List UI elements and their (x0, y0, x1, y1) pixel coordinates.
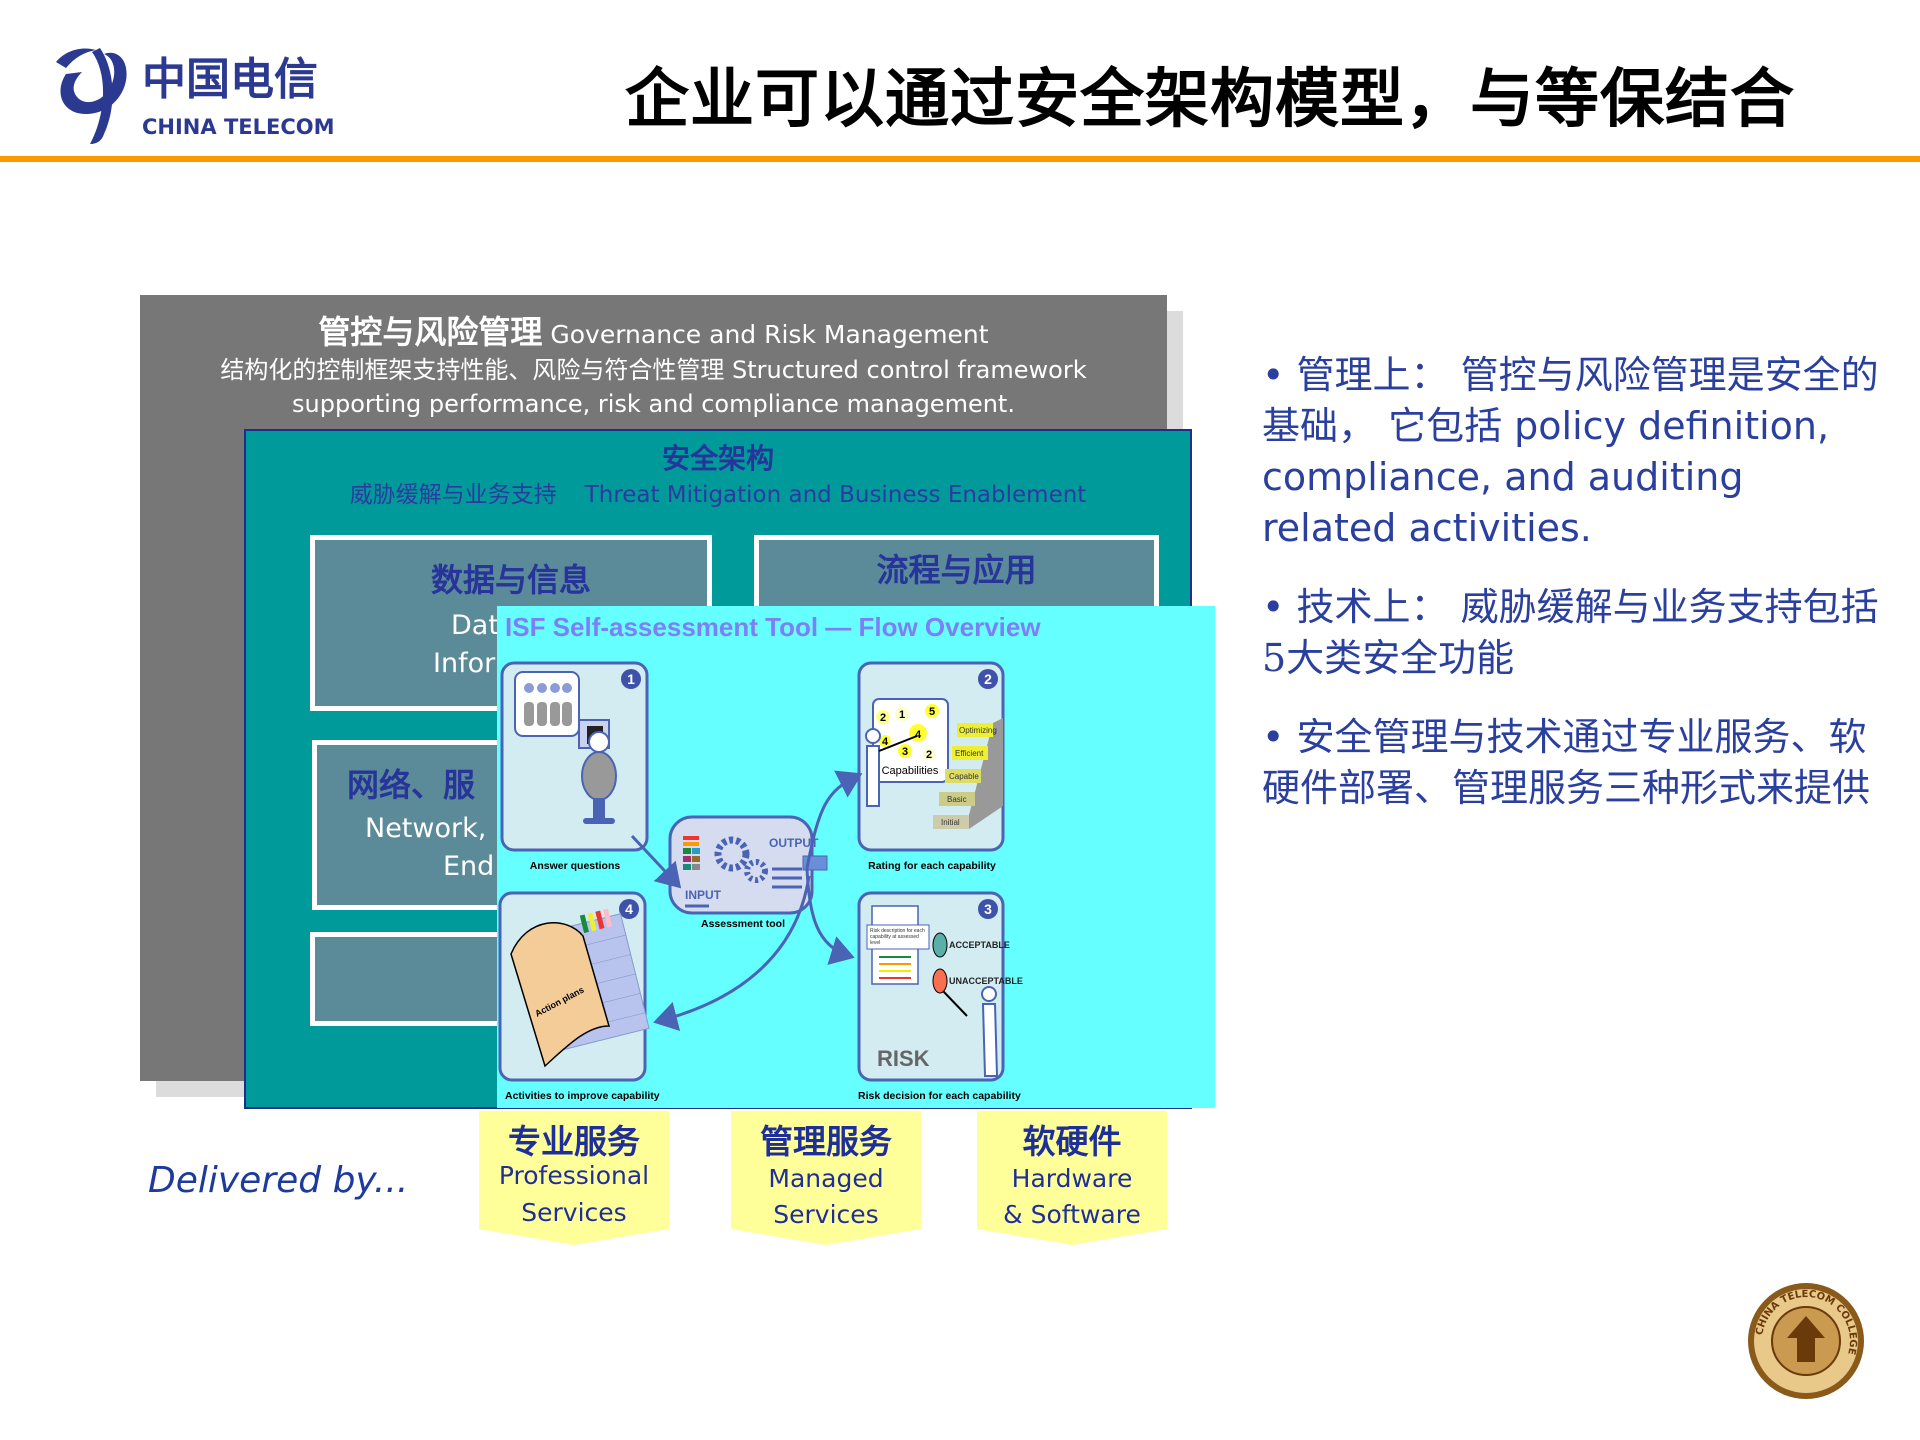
header-divider (0, 156, 1920, 162)
bullet-technology: • 技术上： 威胁缓解与业务支持包括5大类安全功能 (1262, 585, 1879, 680)
bullet-delivery: • 安全管理与技术通过专业服务、软硬件部署、管理服务三种形式来提供 (1262, 715, 1871, 810)
telecom-swirl-icon: 中国电信 CHINA TELECOM (56, 48, 335, 144)
bullet-management-zh: 管理上： 管控与风险管理是安全的基础， 它包括 (1262, 353, 1879, 448)
governance-title-en: Governance and Risk Management (550, 320, 989, 349)
svg-text:Optimizing: Optimizing (959, 726, 997, 735)
bullet-management: • 管理上： 管控与风险管理是安全的基础， 它包括 policy definit… (1262, 353, 1879, 550)
svg-text:Basic: Basic (947, 795, 967, 804)
delivery-tab-managed: 管理服务 Managed Services (731, 1111, 921, 1245)
svg-text:Initial: Initial (941, 818, 960, 827)
step-1-badge: 1 (621, 669, 641, 689)
bullet-technology-zh: 技术上： 威胁缓解与业务支持包括5大类安全功能 (1262, 585, 1879, 680)
svg-text:4: 4 (882, 736, 889, 748)
svg-text:3: 3 (984, 901, 992, 917)
input-label: INPUT (685, 888, 722, 902)
tab-managed-en2: Services (773, 1200, 879, 1229)
arrow-to-rating (805, 770, 863, 869)
tab-managed-zh: 管理服务 (760, 1122, 892, 1161)
svg-text:3: 3 (902, 746, 908, 758)
svg-text:Capable: Capable (949, 772, 979, 781)
isf-title: ISF Self-assessment Tool — Flow Overview (505, 612, 1041, 642)
svg-text:2: 2 (984, 671, 992, 687)
capabilities-label: Capabilities (882, 765, 939, 777)
bullet-delivery-zh: 安全管理与技术通过专业服务、软硬件部署、管理服务三种形式来提供 (1262, 715, 1871, 810)
tab-professional-en1: Professional (498, 1161, 650, 1190)
bullet-management-en: policy definition, compliance, and audit… (1262, 404, 1830, 550)
delivery-tab-hardware: 软硬件 Hardware & Software (977, 1111, 1167, 1245)
tab-professional-zh: 专业服务 (508, 1122, 640, 1161)
logo-chinese-text: 中国电信 (142, 54, 318, 105)
tab-hardware-zh: 软硬件 (1022, 1122, 1122, 1161)
governance-line2-zh: 结构化的控制框架支持性能、风险与符合性管理 (220, 356, 725, 384)
step-2-badge: 2 (978, 669, 998, 689)
svg-text:2: 2 (926, 749, 932, 761)
governance-line3: supporting performance, risk and complia… (292, 390, 1015, 418)
tab-hardware-en2: & Software (1003, 1200, 1141, 1229)
svg-text:5: 5 (929, 706, 935, 718)
arrow-to-input (630, 834, 682, 889)
svg-text:1: 1 (899, 709, 905, 721)
box-network-en1: Network, (365, 813, 487, 844)
college-seal-logo: CHINA TELECOM COLLEGE (1745, 1280, 1867, 1402)
page-title: 企业可以通过安全架构模型，与等保结合 (625, 63, 1795, 137)
step-3-label: Risk decision for each capability (858, 1090, 1021, 1102)
governance-title-zh: 管控与风险管理 (318, 313, 543, 351)
delivered-by-label: Delivered by... (148, 1160, 409, 1201)
delivery-tab-professional: 专业服务 Professional Services (479, 1111, 669, 1245)
step-2-label: Rating for each capability (868, 860, 996, 872)
box-process-title: 流程与应用 (876, 551, 1037, 589)
governance-line2-en: Structured control framework (732, 356, 1087, 384)
step-4-badge: 4 (619, 899, 639, 919)
china-telecom-logo: 中国电信 CHINA TELECOM (52, 44, 372, 148)
architecture-subtitle-zh: 威胁缓解与业务支持 (349, 482, 557, 508)
unacceptable-label: UNACCEPTABLE (949, 976, 1023, 986)
svg-text:2: 2 (880, 712, 886, 724)
assessment-tool-icon: OUTPUT INPUT (668, 815, 828, 915)
box-network-title: 网络、服 (347, 766, 476, 804)
svg-text:Efficient: Efficient (955, 749, 984, 758)
box-data-en2: Infor (433, 648, 496, 679)
architecture-title: 安全架构 (661, 442, 774, 475)
risk-word: RISK (877, 1046, 930, 1071)
tab-hardware-en1: Hardware (1011, 1164, 1133, 1193)
box-data-en1: Dat (451, 610, 499, 641)
step-3-badge: 3 (978, 899, 998, 919)
isf-flow-overview: ISF Self-assessment Tool — Flow Overview… (497, 606, 1215, 1108)
tab-managed-en1: Managed (768, 1164, 884, 1193)
box-data-title: 数据与信息 (430, 561, 591, 599)
action-plans-icon: Action plans (510, 908, 650, 1068)
svg-text:1: 1 (627, 671, 635, 687)
risk-decision-icon: ACCEPTABLE UNACCEPTABLE RISK (866, 905, 1023, 1077)
bullet-list: • 管理上： 管控与风险管理是安全的基础， 它包括 policy definit… (1262, 350, 1882, 842)
tab-professional-en2: Services (521, 1198, 627, 1227)
step-1-label: Answer questions (530, 860, 621, 872)
acceptable-label: ACCEPTABLE (949, 940, 1010, 950)
assessment-tool-label: Assessment tool (701, 918, 785, 930)
arrow-to-activities (653, 875, 811, 1032)
step-4-label: Activities to improve capability (505, 1090, 660, 1102)
svg-text:4: 4 (625, 901, 633, 917)
capabilities-rating-icon: 2 1 5 4 4 3 2 Capabilities Optimizing Ef… (865, 698, 1003, 829)
logo-english-text: CHINA TELECOM (142, 115, 335, 139)
output-label: OUTPUT (769, 836, 819, 850)
architecture-subtitle-en: Threat Mitigation and Business Enablemen… (584, 482, 1087, 508)
box-network-en2: End (443, 851, 495, 882)
svg-text:4: 4 (915, 729, 922, 741)
risk-doc-text: Risk description for each capability at … (870, 928, 925, 946)
questionnaire-user-icon (514, 671, 617, 824)
